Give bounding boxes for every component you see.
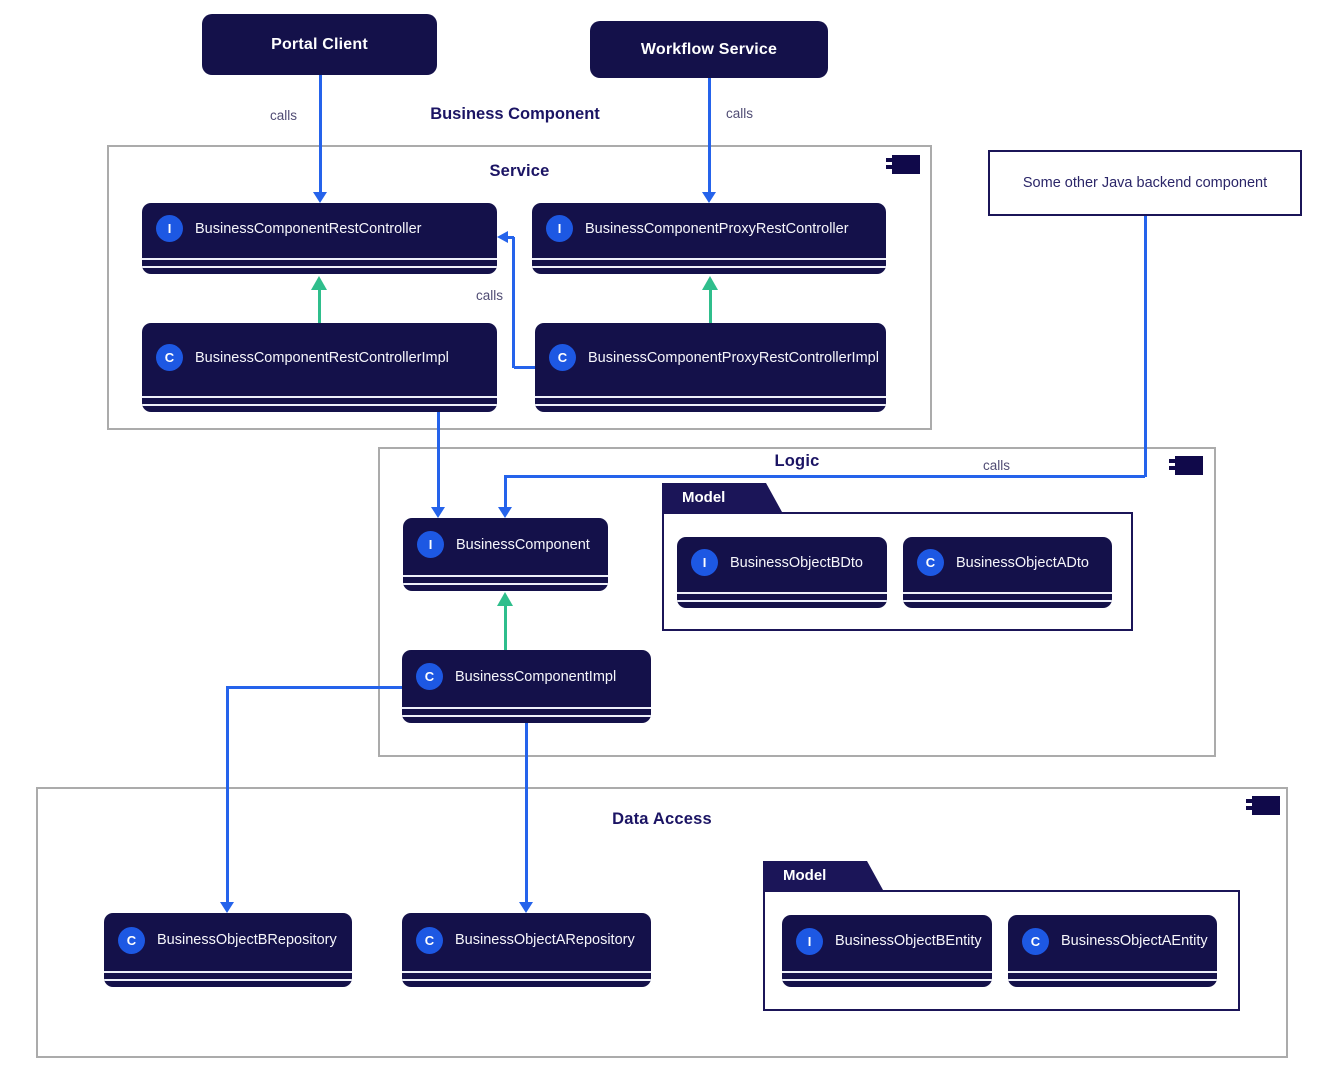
package-icon	[886, 155, 920, 174]
edge-restimpl-implements	[318, 289, 321, 323]
model-folder-tab-data: Model	[763, 861, 883, 890]
class-name: BusinessComponent	[456, 536, 590, 553]
arrowhead-up-green-icon	[702, 276, 718, 290]
call-label: calls	[983, 458, 1011, 473]
node-label: Some other Java backend component	[1022, 175, 1268, 191]
arrowhead-left-icon	[497, 231, 508, 243]
node-label: Portal Client	[271, 35, 368, 53]
interface-badge: I	[156, 215, 183, 242]
arrowhead-up-green-icon	[497, 592, 513, 606]
class-box-business-component: I BusinessComponent	[403, 518, 608, 591]
edge-proxyimpl-to-restcontroller	[506, 236, 514, 239]
edge-impl-to-brepository	[226, 686, 229, 902]
class-name: BusinessObjectAEntity	[1061, 933, 1208, 949]
node-workflow-service: Workflow Service	[590, 21, 828, 78]
container-title-data-access: Data Access	[612, 810, 712, 828]
class-name: BusinessObjectBRepository	[157, 932, 337, 948]
class-name: BusinessObjectARepository	[455, 932, 635, 948]
class-badge: C	[917, 549, 944, 576]
class-name: BusinessObjectBEntity	[835, 933, 982, 949]
class-box-business-component-impl: C BusinessComponentImpl	[402, 650, 651, 723]
diagram-title: Business Component	[430, 105, 600, 123]
class-name: BusinessObjectBDto	[730, 554, 863, 571]
class-name: BusinessComponentRestController	[195, 220, 422, 237]
class-badge: C	[549, 344, 576, 371]
class-name: BusinessComponentImpl	[455, 668, 617, 685]
arrowhead-down-icon	[498, 507, 512, 518]
node-other-backend-component: Some other Java backend component	[988, 150, 1302, 216]
call-label: calls	[476, 288, 504, 303]
class-name: BusinessComponentProxyRestController	[585, 220, 849, 237]
container-title-service: Service	[489, 162, 550, 180]
class-badge: C	[416, 663, 443, 690]
arrowhead-down-icon	[313, 192, 327, 203]
edge-other-to-businesscomponent	[504, 475, 1145, 478]
class-box-business-component-proxy-rest-controller: I BusinessComponentProxyRestController	[532, 203, 886, 274]
model-folder-tab-logic: Model	[662, 483, 782, 512]
call-label: calls	[726, 106, 754, 121]
call-label: calls	[270, 108, 298, 123]
edge-proxyimpl-to-restcontroller	[514, 366, 535, 369]
edge-impl-to-brepository	[227, 686, 404, 689]
class-box-business-object-b-entity: I BusinessObjectBEntity	[782, 915, 992, 987]
arrowhead-down-icon	[702, 192, 716, 203]
edge-restimpl-to-businesscomponent	[437, 412, 440, 508]
class-box-business-object-a-repository: C BusinessObjectARepository	[402, 913, 651, 987]
interface-badge: I	[691, 549, 718, 576]
class-badge: C	[156, 344, 183, 371]
class-box-business-object-b-dto: I BusinessObjectBDto	[677, 537, 887, 608]
class-box-business-component-rest-controller: I BusinessComponentRestController	[142, 203, 497, 274]
node-portal-client: Portal Client	[202, 14, 437, 75]
arrowhead-down-icon	[431, 507, 445, 518]
edge-other-to-businesscomponent	[504, 475, 507, 508]
arrowhead-down-icon	[220, 902, 234, 913]
package-icon	[1246, 796, 1280, 815]
class-badge: C	[416, 926, 443, 954]
class-box-business-object-a-entity: C BusinessObjectAEntity	[1008, 915, 1217, 987]
edge-proxyimpl-implements	[709, 289, 712, 323]
arrowhead-down-icon	[519, 902, 533, 913]
class-box-business-object-b-repository: C BusinessObjectBRepository	[104, 913, 352, 987]
class-badge: C	[118, 926, 145, 954]
edge-componentimpl-implements	[504, 605, 507, 650]
class-badge: C	[1022, 927, 1049, 955]
edge-workflow-to-proxycontroller	[708, 78, 711, 192]
class-name: BusinessObjectADto	[956, 554, 1089, 571]
interface-badge: I	[546, 215, 573, 242]
node-label: Workflow Service	[640, 40, 778, 58]
container-title-logic: Logic	[774, 452, 820, 470]
edge-impl-to-arepository	[525, 723, 528, 902]
class-box-business-component-proxy-rest-controller-impl: C BusinessComponentProxyRestControllerImp…	[535, 323, 886, 412]
class-box-business-object-a-dto: C BusinessObjectADto	[903, 537, 1112, 608]
class-box-business-component-rest-controller-impl: C BusinessComponentRestControllerImpl	[142, 323, 497, 412]
class-name: BusinessComponentRestControllerImpl	[195, 349, 449, 366]
interface-badge: I	[796, 927, 823, 955]
edge-proxyimpl-to-restcontroller	[512, 237, 515, 368]
package-icon	[1169, 456, 1203, 475]
arrowhead-up-green-icon	[311, 276, 327, 290]
edge-other-to-businesscomponent	[1144, 216, 1147, 477]
edge-portal-to-restcontroller	[319, 75, 322, 193]
interface-badge: I	[417, 531, 444, 558]
class-name: BusinessComponentProxyRestControllerImpl	[588, 349, 879, 366]
